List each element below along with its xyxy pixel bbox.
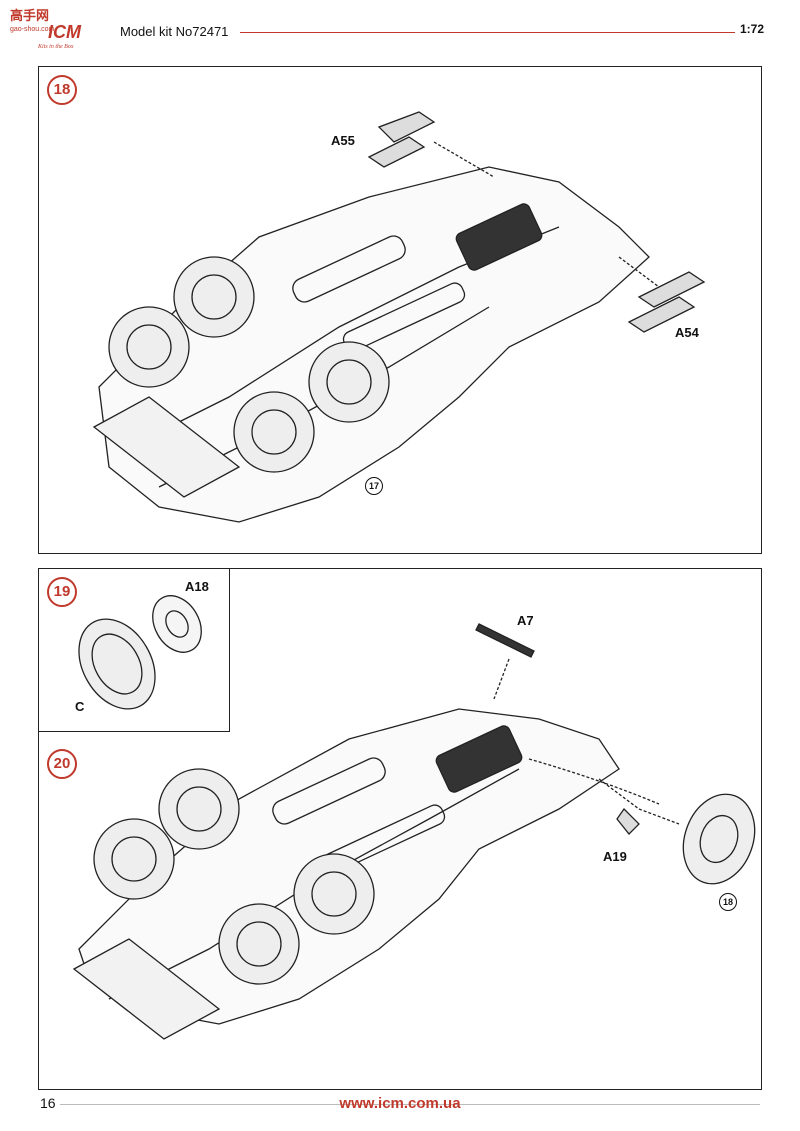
footer-rule bbox=[60, 1104, 760, 1105]
step-19-inset: 19 A18 C bbox=[38, 568, 230, 732]
page-number: 16 bbox=[40, 1095, 56, 1111]
part-label-c: C bbox=[75, 699, 85, 714]
part-label-a55: A55 bbox=[331, 133, 355, 148]
icm-logo: 高手网 ICM gao-shou.com Kits in the Box bbox=[10, 8, 82, 50]
step-19-20-panel: 19 A18 C 20 bbox=[38, 568, 762, 1090]
step-18-panel: 18 bbox=[38, 66, 762, 554]
part-label-a54: A54 bbox=[675, 325, 699, 340]
scale-label: 1:72 bbox=[739, 22, 764, 36]
part-label-a18: A18 bbox=[185, 579, 209, 594]
svg-text:高手网: 高手网 bbox=[10, 8, 49, 24]
svg-text:Kits in the Box: Kits in the Box bbox=[37, 44, 74, 50]
footer-url[interactable]: www.icm.com.ua bbox=[339, 1095, 461, 1112]
step-reference-17: 17 bbox=[365, 477, 383, 495]
svg-text:ICM: ICM bbox=[48, 22, 82, 42]
step-18-number: 18 bbox=[47, 75, 77, 105]
kit-title: Model kit No72471 bbox=[120, 24, 229, 39]
step-19-number: 19 bbox=[47, 577, 77, 607]
page-header: 高手网 ICM gao-shou.com Kits in the Box Mod… bbox=[0, 0, 800, 60]
part-label-a19: A19 bbox=[603, 849, 627, 864]
step-20-drawing bbox=[72, 623, 756, 1040]
step-reference-18: 18 bbox=[719, 893, 737, 911]
header-rule bbox=[240, 32, 735, 33]
svg-text:gao-shou.com: gao-shou.com bbox=[10, 26, 55, 33]
part-label-a7: A7 bbox=[517, 613, 534, 628]
step-20-number: 20 bbox=[47, 749, 77, 779]
step-19-drawing bbox=[78, 595, 202, 710]
step-18-drawing bbox=[92, 111, 706, 523]
